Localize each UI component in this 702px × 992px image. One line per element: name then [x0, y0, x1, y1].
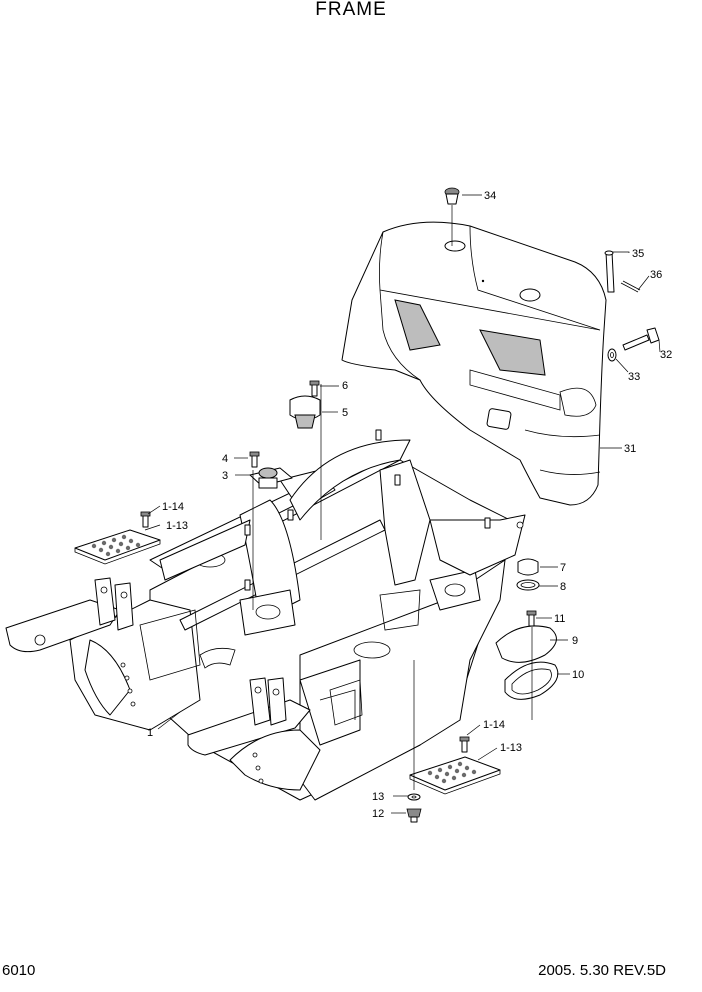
leader-lines [144, 194, 661, 814]
plug-7 [517, 558, 539, 576]
cover-9 [495, 625, 557, 663]
revision-date: 2005. 5.30 REV.5D [538, 962, 666, 979]
washer-33 [607, 348, 617, 362]
callout-1-14-right: 1-14 [483, 719, 505, 731]
callout-10: 10 [572, 669, 584, 681]
callout-7: 7 [560, 562, 566, 574]
callout-12: 12 [372, 808, 384, 820]
callout-33: 33 [628, 371, 640, 383]
pin-35 [604, 250, 615, 293]
step-plate-right [409, 736, 501, 795]
callout-36: 36 [650, 269, 662, 281]
callout-1: 1 [147, 727, 153, 739]
callout-9: 9 [572, 635, 578, 647]
mount-rubber-front [249, 467, 293, 489]
callout-6: 6 [342, 380, 348, 392]
step-plate-left [74, 511, 161, 565]
callout-13: 13 [372, 791, 384, 803]
plug-12 [406, 808, 422, 823]
gasket-10 [504, 661, 559, 700]
callout-8: 8 [560, 581, 566, 593]
callout-1-13-left: 1-13 [166, 520, 188, 532]
callout-1-13-right: 1-13 [500, 742, 522, 754]
callout-31: 31 [624, 443, 636, 455]
callout-32: 32 [660, 349, 672, 361]
callout-35: 35 [632, 248, 644, 260]
callout-labels: 34 35 36 32 33 31 6 5 4 3 1-14 1-13 7 8 … [147, 190, 672, 820]
seal-ring-8 [516, 579, 540, 591]
callout-1-14-left: 1-14 [162, 501, 184, 513]
bolt-11 [526, 610, 537, 627]
mount-rubber-rear [289, 395, 321, 429]
bolt-4 [249, 451, 260, 468]
callout-3: 3 [222, 470, 228, 482]
callout-34: 34 [484, 190, 496, 202]
counterweight [341, 221, 607, 506]
callout-5: 5 [342, 407, 348, 419]
bolt-6 [309, 380, 320, 397]
main-frame [5, 429, 526, 801]
split-pin-36 [620, 280, 641, 293]
bolt-32 [622, 327, 660, 351]
callout-11: 11 [554, 613, 565, 625]
page-number: 6010 [2, 962, 36, 979]
page-title: FRAME [315, 0, 387, 20]
washer-13 [407, 793, 421, 801]
cap-34 [444, 187, 460, 205]
callout-4: 4 [222, 453, 228, 465]
